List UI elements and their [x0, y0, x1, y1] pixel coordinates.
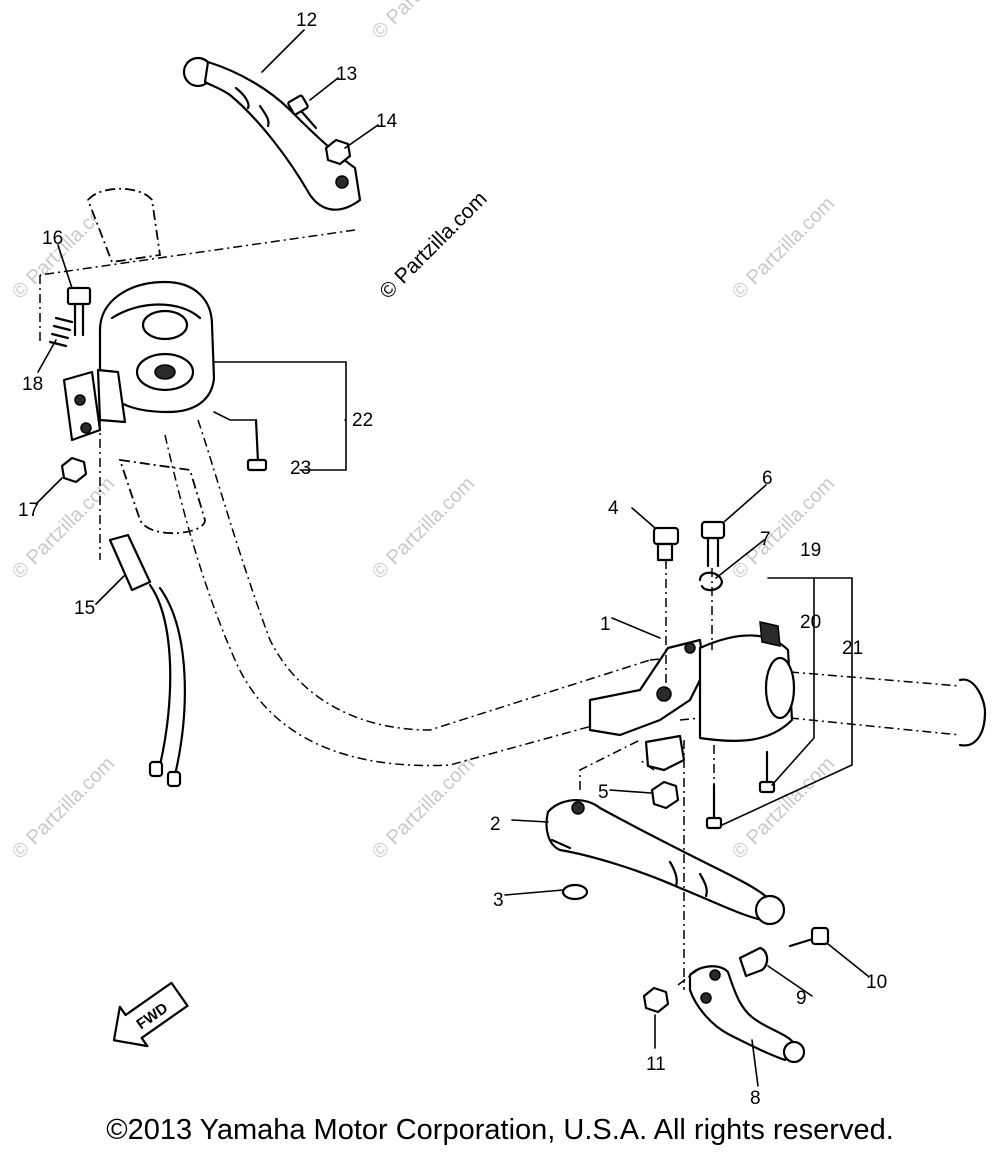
- watermark: © Partzilla.com: [8, 753, 119, 864]
- bolt-13: [287, 94, 318, 130]
- washer-3: [561, 883, 589, 901]
- callout-13: 13: [336, 64, 357, 85]
- callout-9: 9: [796, 988, 807, 1009]
- watermark: © Partzilla.com: [368, 473, 479, 584]
- bolt-16: [66, 286, 92, 337]
- callout-10: 10: [866, 972, 887, 993]
- callout-12: 12: [296, 10, 317, 31]
- guide-lines-left: [39, 229, 356, 560]
- screw-23: [246, 418, 268, 472]
- bolt-4: [652, 526, 680, 562]
- callout-21: 21: [842, 638, 863, 659]
- fwd-arrow: FWD: [112, 981, 189, 1048]
- watermark: © Partzilla.com: [728, 753, 839, 864]
- nut-17: [60, 456, 88, 484]
- callout-19: 19: [800, 540, 821, 561]
- callout-8: 8: [750, 1088, 761, 1109]
- clip-7: [698, 571, 724, 592]
- callout-11: 11: [646, 1054, 666, 1075]
- lever-bracket-1: [588, 638, 706, 772]
- callout-17: 17: [18, 500, 39, 521]
- lever-8: [688, 965, 806, 1064]
- callout-14: 14: [376, 111, 398, 132]
- leader-lines: [35, 29, 869, 1087]
- left-switch-assembly: [96, 280, 216, 424]
- switch-15: [108, 533, 186, 788]
- callout-23: 23: [290, 458, 311, 479]
- bolt-6: [700, 520, 726, 568]
- collar-9: [738, 946, 769, 978]
- left-clamp: [62, 370, 102, 442]
- right-switch-assembly: [698, 621, 796, 742]
- screws-right: [705, 750, 776, 830]
- nut-5: [650, 780, 680, 810]
- callout-20: 20: [800, 612, 821, 633]
- callouts: 1 2 3 4 5 6 7 8 9 10 11 12 13 14 15 16 1…: [18, 10, 887, 1109]
- callout-16: 16: [42, 228, 63, 249]
- watermark: © Partzilla.com: [368, 0, 479, 44]
- lever-2: [545, 799, 786, 926]
- watermark-main: © Partzilla.com: [375, 187, 491, 303]
- callout-5: 5: [598, 782, 609, 803]
- nut-11: [642, 986, 670, 1014]
- guide-lines-right: [579, 560, 853, 990]
- callout-15: 15: [74, 598, 95, 619]
- watermark: © Partzilla.com: [368, 753, 479, 864]
- watermark: © Partzilla.com: [728, 193, 839, 304]
- nut-14: [324, 138, 352, 166]
- watermark: © Partzilla.com: [728, 473, 839, 584]
- copyright-notice: ©2013 Yamaha Motor Corporation, U.S.A. A…: [106, 1114, 894, 1146]
- bolt-10: [788, 926, 830, 948]
- callout-7: 7: [760, 529, 771, 550]
- spring: [48, 316, 74, 348]
- callout-1: 1: [600, 614, 611, 635]
- handlebar: [86, 187, 987, 767]
- callout-6: 6: [762, 468, 773, 489]
- callout-18: 18: [22, 374, 43, 395]
- callout-4: 4: [608, 498, 619, 519]
- callout-22: 22: [352, 410, 373, 431]
- lever-12: [182, 56, 362, 211]
- callout-3: 3: [493, 890, 504, 911]
- callout-2: 2: [490, 814, 501, 835]
- watermark: © Partzilla.com: [8, 473, 119, 584]
